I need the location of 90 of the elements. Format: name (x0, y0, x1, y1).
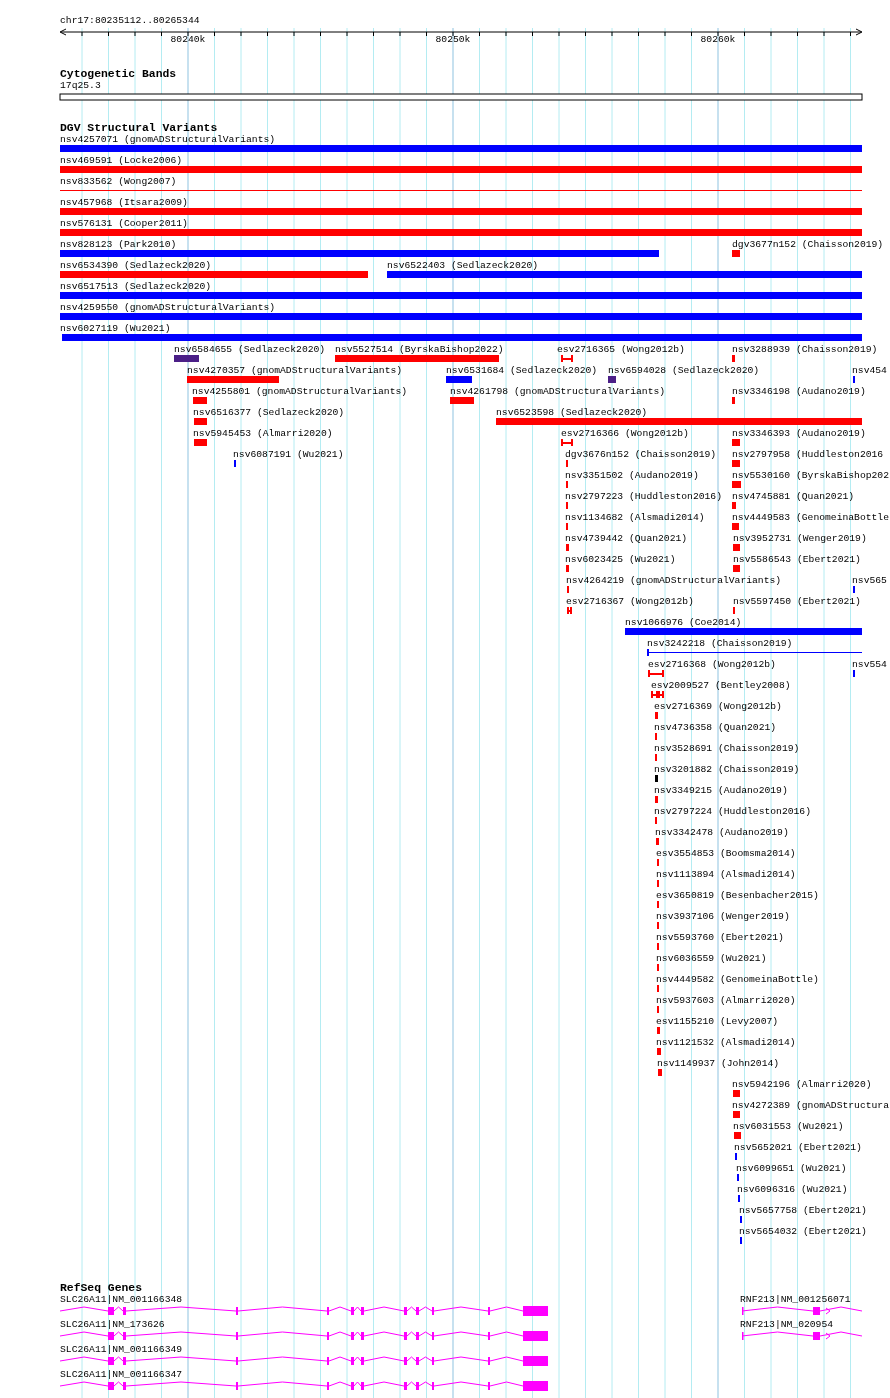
coordinate-label: chr17:80235112..80265344 (60, 15, 200, 27)
variant-label: nsv1121532 (Alsmadi2014) (656, 1037, 796, 1049)
variant-label: nsv4257071 (gnomADStructuralVariants) (60, 134, 276, 146)
variant-label: nsv6036559 (Wu2021) (656, 953, 767, 965)
variant-label: nsv3346393 (Audano2019) (732, 428, 866, 440)
variant-label: nsv5657758 (Ebert2021) (739, 1205, 867, 1217)
variant-label: nsv3242218 (Chaisson2019) (647, 638, 793, 650)
variant-label: nsv6023425 (Wu2021) (565, 554, 676, 566)
variant-label: esv3650819 (Besenbacher2015) (656, 890, 819, 902)
variant-label: nsv828123 (Park2010) (60, 239, 177, 251)
variant-label: nsv2797958 (Huddleston2016 (732, 449, 884, 461)
gene-label: RNF213|NM_001256071 (740, 1294, 851, 1306)
variant-label: nsv6522403 (Sedlazeck2020) (387, 260, 539, 272)
variant-label: nsv2797223 (Huddleston2016) (565, 491, 722, 503)
tick-label: 80260k (700, 34, 736, 46)
variant-label: nsv4259550 (gnomADStructuralVariants) (60, 302, 276, 314)
tick-label: 80250k (435, 34, 471, 46)
variant-label: nsv6531684 (Sedlazeck2020) (446, 365, 598, 377)
variant-label: nsv4449582 (GenomeinaBottle) (656, 974, 819, 986)
variant-label: nsv1113894 (Alsmadi2014) (656, 869, 796, 881)
tick-label: 80240k (170, 34, 206, 46)
variant-label: esv2716367 (Wong2012b) (566, 596, 694, 608)
variant-label: nsv4449583 (GenomeinaBottle (732, 512, 889, 524)
variant-label: nsv6096316 (Wu2021) (737, 1184, 848, 1196)
variant-label: nsv6517513 (Sedlazeck2020) (60, 281, 212, 293)
variant-label: nsv6099651 (Wu2021) (736, 1163, 847, 1175)
variant-label: nsv3342478 (Audano2019) (655, 827, 789, 839)
variant-label: nsv5593760 (Ebert2021) (656, 932, 784, 944)
track-heading: RefSeq Genes (60, 1281, 143, 1295)
variant-label: nsv6087191 (Wu2021) (233, 449, 344, 461)
variant-label: nsv4739442 (Quan2021) (565, 533, 688, 545)
variant-label: nsv5654032 (Ebert2021) (739, 1226, 867, 1238)
variant-label: nsv833562 (Wong2007) (60, 176, 177, 188)
track-heading: DGV Structural Variants (60, 121, 218, 135)
gene-label: SLC26A11|NM_173626 (60, 1319, 165, 1331)
variant-label: nsv4745881 (Quan2021) (732, 491, 855, 503)
variant-label: nsv576131 (Cooper2011) (60, 218, 188, 230)
variant-label: nsv565 (852, 575, 887, 587)
variant-label: nsv3288939 (Chaisson2019) (732, 344, 878, 356)
variant-label: esv2009527 (Bentley2008) (651, 680, 791, 692)
gene-label: RNF213|NM_020954 (740, 1319, 833, 1331)
variant-label: nsv6594028 (Sedlazeck2020) (608, 365, 760, 377)
variant-label: nsv554 (852, 659, 887, 671)
band-label: 17q25.3 (60, 80, 101, 92)
variant-label: esv2716366 (Wong2012b) (561, 428, 689, 440)
variant-label: dgv3677n152 (Chaisson2019) (732, 239, 884, 251)
variant-label: nsv3349215 (Audano2019) (654, 785, 788, 797)
variant-label: nsv6516377 (Sedlazeck2020) (193, 407, 345, 419)
variant-label: nsv469591 (Locke2006) (60, 155, 183, 167)
variant-label: nsv3351502 (Audano2019) (565, 470, 699, 482)
variant-label: nsv4272389 (gnomADStructura (732, 1100, 889, 1112)
variant-label: esv1155210 (Levy2007) (656, 1016, 779, 1028)
gene-label: SLC26A11|NM_001166348 (60, 1294, 183, 1306)
variant-label: nsv5530160 (ByrskaBishop202 (732, 470, 889, 482)
variant-label: nsv5937603 (Almarri2020) (656, 995, 796, 1007)
variant-label: nsv5597450 (Ebert2021) (733, 596, 861, 608)
variant-label: nsv3201882 (Chaisson2019) (654, 764, 800, 776)
variant-label: nsv1066976 (Coe2014) (625, 617, 742, 629)
variant-label: dgv3676n152 (Chaisson2019) (565, 449, 717, 461)
variant-label: nsv4264219 (gnomADStructuralVariants) (566, 575, 782, 587)
variant-label: nsv454 (852, 365, 887, 377)
variant-label: nsv5945453 (Almarri2020) (193, 428, 333, 440)
variant-label: nsv457968 (Itsara2009) (60, 197, 188, 209)
variant-label: nsv5586543 (Ebert2021) (733, 554, 861, 566)
variant-label: nsv6027119 (Wu2021) (60, 323, 171, 335)
variant-label: esv3554853 (Boomsma2014) (656, 848, 796, 860)
variant-label: esv2716368 (Wong2012b) (648, 659, 776, 671)
variant-label: nsv4255801 (gnomADStructuralVariants) (192, 386, 408, 398)
variant-label: nsv4261798 (gnomADStructuralVariants) (450, 386, 666, 398)
variant-label: nsv2797224 (Huddleston2016) (654, 806, 811, 818)
variant-label: nsv3528691 (Chaisson2019) (654, 743, 800, 755)
variant-label: nsv1134682 (Alsmadi2014) (565, 512, 705, 524)
track-heading: Cytogenetic Bands (60, 67, 177, 81)
variant-label: nsv3952731 (Wenger2019) (733, 533, 867, 545)
variant-label: nsv3346198 (Audano2019) (732, 386, 866, 398)
variant-label: nsv6534390 (Sedlazeck2020) (60, 260, 212, 272)
variant-label: nsv6584655 (Sedlazeck2020) (174, 344, 326, 356)
gene-label: SLC26A11|NM_001166349 (60, 1344, 183, 1356)
variant-label: nsv6031553 (Wu2021) (733, 1121, 844, 1133)
variant-label: nsv5652021 (Ebert2021) (734, 1142, 862, 1154)
variant-label: nsv6523598 (Sedlazeck2020) (496, 407, 648, 419)
gene-label: SLC26A11|NM_001166347 (60, 1369, 183, 1381)
variant-label: nsv5942196 (Almarri2020) (732, 1079, 872, 1091)
variant-label: esv2716365 (Wong2012b) (557, 344, 685, 356)
variant-label: nsv3937106 (Wenger2019) (656, 911, 790, 923)
variant-label: nsv4270357 (gnomADStructuralVariants) (187, 365, 403, 377)
variant-label: nsv4736358 (Quan2021) (654, 722, 777, 734)
variant-label: nsv5527514 (ByrskaBishop2022) (335, 344, 504, 356)
variant-label: nsv1149937 (John2014) (657, 1058, 780, 1070)
variant-label: esv2716369 (Wong2012b) (654, 701, 782, 713)
